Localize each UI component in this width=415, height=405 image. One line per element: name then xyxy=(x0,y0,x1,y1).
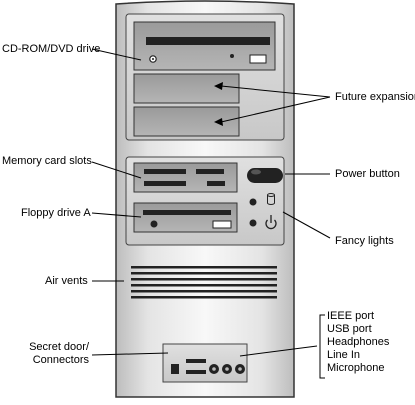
label-fancy-lights: Fancy lights xyxy=(335,235,394,247)
power-light xyxy=(249,219,257,227)
port-list-item: Microphone xyxy=(327,362,385,374)
memory-card-reader xyxy=(133,162,238,193)
arrowhead-future-1 xyxy=(214,82,223,90)
port-list-item: USB port xyxy=(327,323,372,335)
callout-fancy-lights xyxy=(282,211,331,239)
port-list-item: Line In xyxy=(327,349,361,361)
secret-door-connectors xyxy=(162,343,248,383)
cd-rom-drive xyxy=(133,21,276,71)
fancy-lights xyxy=(249,193,277,230)
disk-activity-icon xyxy=(267,193,275,205)
air-vents xyxy=(131,266,277,299)
label-floppy-drive: Floppy drive A xyxy=(21,207,91,219)
label-secret-door-line2: Connectors xyxy=(32,354,89,366)
label-port-list: IEEE port USB port Headphones Line In Mi… xyxy=(327,310,389,375)
label-secret-door-line1: Secret door/ xyxy=(29,341,89,353)
ports-bracket xyxy=(319,314,325,379)
label-power-button: Power button xyxy=(335,168,400,180)
cd-eject-button xyxy=(249,54,267,64)
drive-activity-light xyxy=(249,198,257,206)
small-connector xyxy=(171,364,179,374)
port-list-item: Headphones xyxy=(327,336,390,348)
callout-memory-card xyxy=(91,161,142,179)
callout-cd-rom xyxy=(91,48,142,61)
floppy-drive xyxy=(133,202,238,233)
power-button[interactable] xyxy=(247,168,283,183)
label-future-expansion: Future expansion xyxy=(335,91,415,103)
expansion-bay-1 xyxy=(133,73,240,104)
callout-future-expansion-b xyxy=(220,96,331,123)
ieee-port xyxy=(186,359,206,363)
callout-ports xyxy=(239,345,318,357)
power-symbol-icon xyxy=(265,215,277,230)
callout-future-expansion-a xyxy=(220,85,331,98)
usb-port xyxy=(186,370,206,374)
label-secret-door: Secret door/ Connectors xyxy=(20,341,89,367)
arrowhead-future-2 xyxy=(214,118,223,126)
label-air-vents: Air vents xyxy=(45,275,88,287)
label-memory-card-slots: Memory card slots xyxy=(2,155,92,167)
port-list-item: IEEE port xyxy=(327,310,375,322)
callout-secret-door xyxy=(91,352,169,356)
label-cd-rom: CD-ROM/DVD drive xyxy=(2,43,101,55)
floppy-eject-button xyxy=(212,220,232,229)
callout-floppy xyxy=(91,212,142,218)
